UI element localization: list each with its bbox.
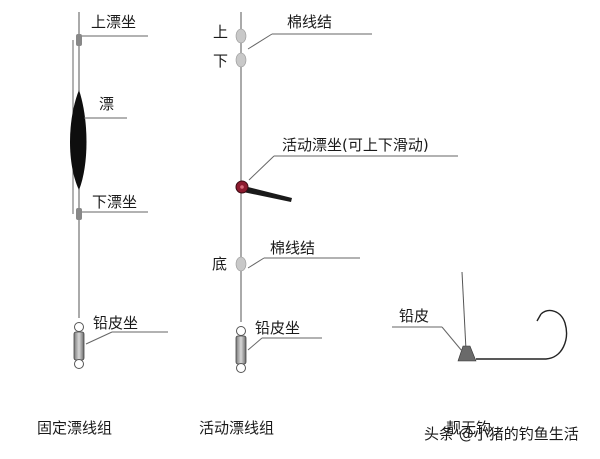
hook-line: [461, 271, 467, 351]
upper-cotton-knot: [235, 28, 247, 44]
sliding-lead-weight: [235, 335, 247, 365]
fixed-bottom-float-seat-label: 下漂坐: [92, 193, 137, 211]
sliding-lead-seat-label: 铅皮坐: [255, 319, 300, 337]
hook-rig: 铅皮 靓无钩: [392, 271, 568, 437]
sliding-rig: 上 下 棉线结 活动漂坐(可上下滑动) 底 棉线结 铅皮坐 活动漂线组: [199, 12, 458, 437]
cotton-knot-bottom-label: 棉线结: [270, 239, 315, 257]
cotton-knot-bottom-leader: [247, 257, 265, 269]
lead-sheet-leader-diag: [441, 326, 463, 352]
lead-sheet: [457, 345, 477, 362]
sliding-lead-leader: [247, 337, 263, 351]
hook-point-icon: [536, 313, 542, 322]
watermark: 头条 @小猪的钓鱼生活: [424, 425, 579, 443]
hook-shank-icon: [476, 309, 568, 360]
fixed-lead-seat-top-ring: [74, 322, 84, 332]
fixed-lead-weight: [73, 331, 85, 361]
cotton-knot-top-label: 棉线结: [287, 13, 332, 31]
sliding-lead-seat-bottom-ring: [236, 363, 246, 373]
bottom-cotton-knot: [235, 256, 247, 272]
sliding-seat-leader: [248, 155, 275, 181]
float-body: [70, 90, 87, 190]
fixed-rig-caption: 固定漂线组: [37, 419, 112, 437]
cotton-knot-top-leader: [247, 33, 273, 50]
bottom-marker: 底: [212, 255, 227, 273]
fixed-lead-seat-label: 铅皮坐: [93, 314, 138, 332]
sliding-seat-label: 活动漂坐(可上下滑动): [282, 136, 429, 154]
sliding-float-seat-hole: [240, 185, 244, 189]
sliding-lead-seat-top-ring: [236, 326, 246, 336]
lower-cotton-knot: [235, 52, 247, 68]
sliding-rig-caption: 活动漂线组: [199, 419, 274, 437]
fixed-top-float-seat: [76, 34, 82, 46]
lower-marker: 下: [213, 52, 228, 70]
upper-marker: 上: [213, 23, 228, 41]
float-label: 漂: [99, 95, 114, 113]
lead-sheet-label: 铅皮: [399, 307, 429, 325]
fixed-lead-leader: [85, 331, 113, 345]
fixed-rig: 上漂坐 漂 下漂坐 铅皮坐 固定漂线组: [37, 12, 168, 437]
fixed-top-float-seat-label: 上漂坐: [91, 13, 136, 31]
hook-rig-caption: 靓无钩: [446, 419, 491, 437]
fixed-bottom-float-seat: [76, 208, 82, 220]
sliding-seat-tail: [243, 186, 292, 202]
fixed-lead-seat-bottom-ring: [74, 359, 84, 369]
